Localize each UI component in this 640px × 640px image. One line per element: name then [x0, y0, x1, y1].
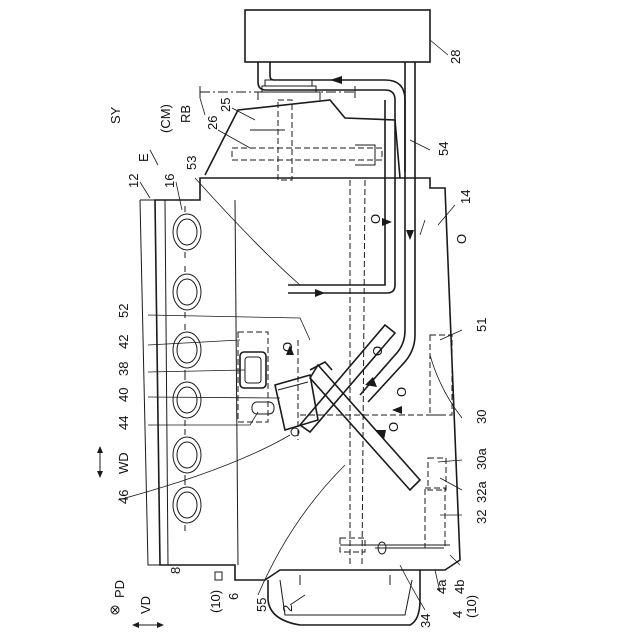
label-34: 34 — [418, 614, 433, 628]
label-pd: PD — [112, 580, 127, 598]
label-30: 30 — [474, 410, 489, 424]
component-28-box — [245, 10, 430, 62]
label-4: 4 — [450, 611, 465, 618]
label-54: 54 — [436, 142, 451, 156]
flow-marker-5: O — [394, 387, 409, 397]
label-sy: SY — [108, 106, 123, 124]
engine-block — [140, 178, 460, 580]
label-30a: 30a — [474, 448, 489, 470]
flow-arrow-top — [330, 76, 342, 84]
label-25: 25 — [218, 98, 233, 112]
flow-arrow-mid — [315, 289, 325, 297]
label-28: 28 — [448, 50, 463, 64]
flow-arrow-right-1 — [382, 218, 392, 226]
flow-marker-4: O — [370, 346, 385, 356]
label-55: 55 — [254, 598, 269, 612]
label-4a: 4a — [434, 579, 449, 594]
label-vd: VD — [138, 596, 153, 614]
flow-marker-2: O — [454, 234, 469, 244]
flow-arrow-down — [406, 230, 414, 240]
label-40: 40 — [116, 388, 131, 402]
pd-direction-symbol — [111, 606, 119, 614]
label-44: 44 — [116, 416, 131, 430]
flow-arrow-lower-left — [392, 406, 402, 414]
flow-marker-1: O — [368, 214, 383, 224]
label-32: 32 — [474, 510, 489, 524]
label-51: 51 — [474, 318, 489, 332]
label-16: 16 — [162, 174, 177, 188]
flow-marker-6: O — [386, 422, 401, 432]
intake-assembly-25-26 — [200, 80, 400, 180]
label-8: 8 — [168, 567, 183, 574]
label-42: 42 — [116, 335, 131, 349]
wd-direction-arrow — [97, 446, 103, 478]
label-26: 26 — [205, 116, 220, 130]
label-e: E — [136, 153, 151, 162]
label-14: 14 — [458, 190, 473, 204]
label-wd: WD — [116, 452, 131, 474]
label-2: 2 — [280, 605, 295, 612]
label-10-right: (10) — [464, 595, 479, 618]
vd-direction-arrow — [132, 622, 164, 628]
label-rb: RB — [178, 105, 193, 123]
label-52: 52 — [116, 304, 131, 318]
lower-components — [215, 335, 452, 625]
flow-marker-3: O — [280, 342, 295, 352]
label-32a: 32a — [474, 481, 489, 503]
label-53: 53 — [184, 156, 199, 170]
label-10-left: (10) — [208, 590, 223, 613]
label-4b: 4b — [452, 580, 467, 594]
label-38: 38 — [116, 362, 131, 376]
label-46: 46 — [116, 490, 131, 504]
label-cm: (CM) — [158, 104, 173, 133]
label-6: 6 — [226, 593, 241, 600]
label-12: 12 — [126, 174, 141, 188]
